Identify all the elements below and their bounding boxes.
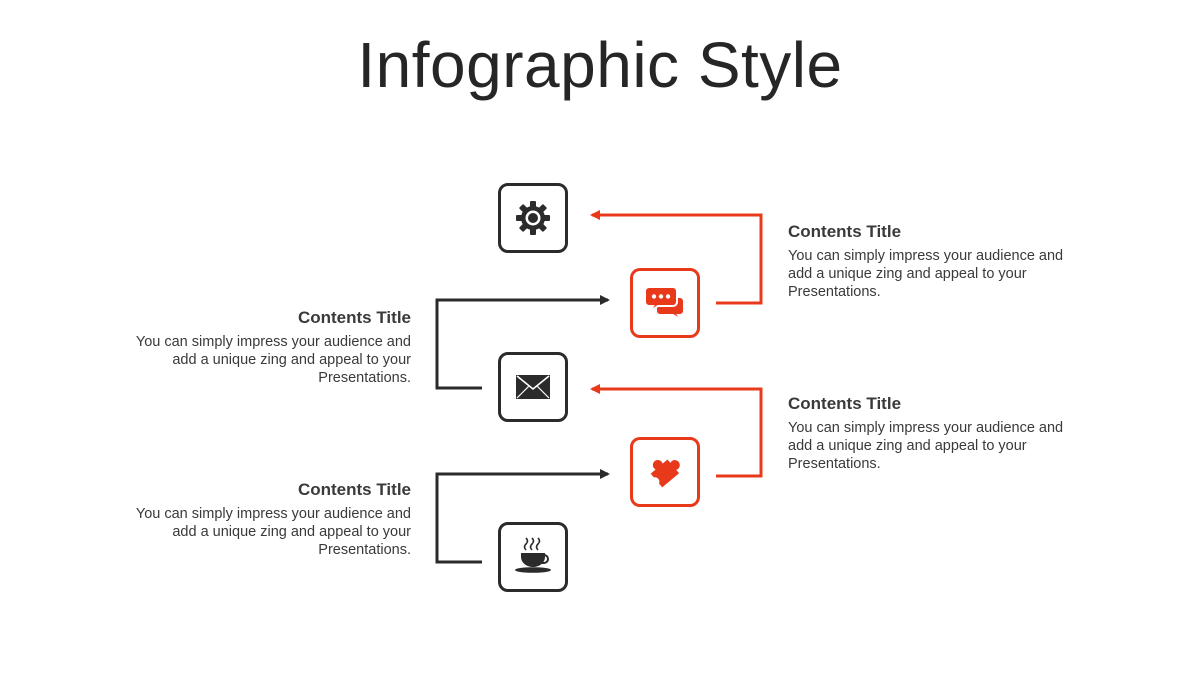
envelope-icon [516, 375, 550, 399]
coffee-cup-icon [515, 537, 551, 573]
text-block-lower-left: Contents Title You can simply impress yo… [121, 480, 411, 559]
content-body: You can simply impress your audience and… [788, 248, 1064, 300]
coffee-node [498, 522, 568, 592]
connector-envelope-to-chat [435, 295, 610, 390]
text-block-upper-left: Contents Title You can simply impress yo… [121, 308, 411, 387]
content-title: Contents Title [788, 222, 902, 241]
gear-node [498, 183, 568, 253]
connector-puzzle-to-envelope [590, 384, 763, 478]
connector-chat-to-gear [590, 210, 763, 305]
puzzle-piece-icon [650, 459, 680, 488]
text-block-lower-right: Contents Title You can simply impress yo… [788, 394, 1078, 473]
puzzle-node [630, 437, 700, 507]
chat-bubbles-icon [644, 286, 685, 321]
connector-coffee-to-puzzle [435, 469, 610, 564]
chat-node [630, 268, 700, 338]
content-body: You can simply impress your audience and… [788, 420, 1064, 472]
text-block-top-right: Contents Title You can simply impress yo… [788, 222, 1078, 301]
slide-title: Infographic Style [357, 29, 843, 101]
content-title: Contents Title [788, 394, 902, 413]
content-title: Contents Title [297, 480, 411, 499]
content-body: You can simply impress your audience and… [135, 334, 411, 386]
content-body: You can simply impress your audience and… [135, 506, 411, 558]
gear-icon [516, 201, 550, 235]
envelope-node [498, 352, 568, 422]
content-title: Contents Title [297, 308, 411, 327]
